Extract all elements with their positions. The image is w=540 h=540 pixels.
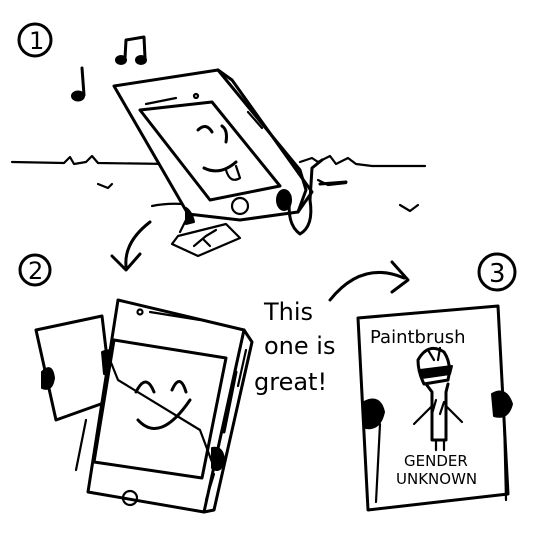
poster-title: Paintbrush	[370, 327, 466, 348]
phone-character-sinking	[112, 68, 314, 222]
wanted-poster: Paintbrush GENDER UNKNOWN	[356, 304, 513, 512]
earbud-cable	[287, 158, 324, 236]
arrow-panel1-to-panel2	[110, 220, 152, 272]
panel-3: 3 Paintbrush GENDER UNKNOWN	[356, 252, 517, 512]
paintbrush-character-icon	[412, 346, 464, 452]
poster-caption-line-2: UNKNOWN	[396, 470, 477, 488]
panel-3-number: 3	[489, 259, 506, 289]
poster-caption-line-1: GENDER	[404, 452, 468, 470]
right-hand-icon	[491, 390, 513, 418]
arrow-panel2-to-panel3	[328, 260, 410, 302]
splash-hand	[170, 207, 242, 258]
panel-2: 2 This	[18, 253, 335, 514]
speech-line-3: great!	[254, 368, 327, 396]
double-music-note-icon	[115, 35, 147, 65]
speech-line-2: one is	[264, 332, 335, 360]
panel-1-number: 1	[29, 27, 44, 55]
left-hand-icon	[363, 398, 385, 430]
panel-1-number-badge: 1	[17, 22, 53, 58]
panel-3-number-badge: 3	[477, 252, 517, 292]
music-note-icon	[71, 66, 86, 102]
speech-line-1: This	[263, 298, 313, 326]
speech-text: This one is great!	[254, 298, 335, 396]
earbud-icon	[276, 189, 292, 211]
phone-character-holding-paper	[74, 298, 254, 514]
panel-2-number-badge: 2	[18, 253, 52, 287]
panel-2-number: 2	[28, 257, 43, 285]
panel-1: 1	[10, 22, 427, 258]
